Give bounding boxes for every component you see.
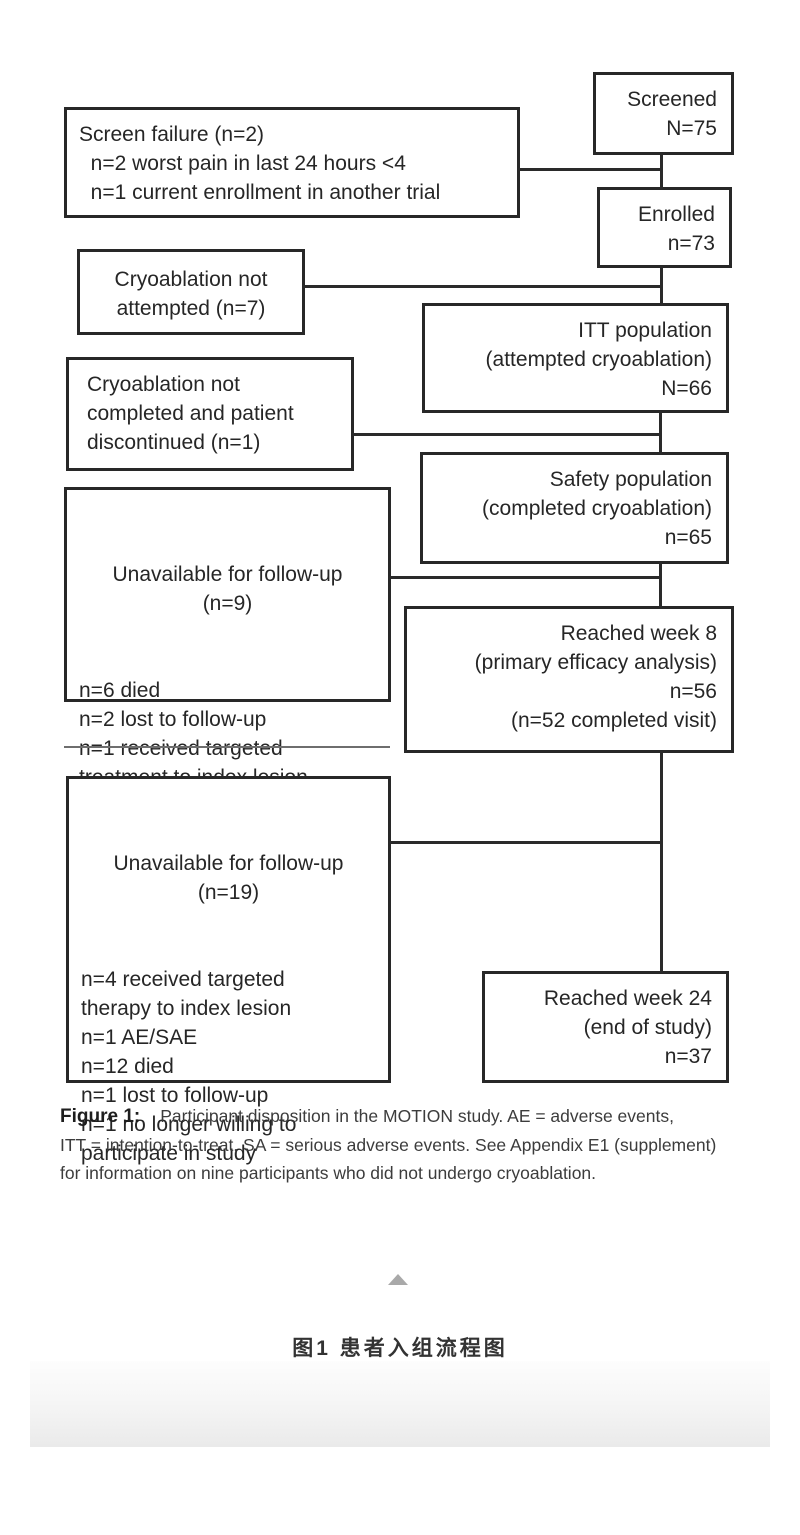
figure-label: Figure 1:: [60, 1106, 141, 1127]
caption-text: Participant disposition in the MOTION st…: [160, 1106, 674, 1126]
connector-week8-week24: [660, 751, 663, 973]
caption-line: for information on nine participants who…: [60, 1163, 597, 1183]
box-screened: Screened N=75: [593, 72, 734, 155]
box-detail-lines: n=4 received targeted therapy to index l…: [81, 968, 297, 1165]
box-heading: Unavailable for follow-up (n=9): [112, 563, 343, 615]
connector-not-attempted-branch: [303, 285, 663, 288]
box-cryoablation-not-attempted: Cryoablation not attempted (n=7): [77, 249, 305, 335]
caption-line: Figure 1: Participant disposition in the …: [60, 1102, 760, 1131]
box-screen-failure: Screen failure (n=2) n=2 worst pain in l…: [64, 107, 520, 218]
connector-screen-failure-branch: [518, 168, 663, 171]
box-unavailable-followup-week24: Unavailable for follow-up (n=19) n=4 rec…: [66, 776, 391, 1165]
box-reached-week24: Reached week 24 (end of study) n=37: [482, 971, 729, 1083]
box-unavailable-followup-week8: Unavailable for follow-up (n=9) n=6 died…: [64, 487, 391, 789]
collapse-triangle-icon[interactable]: [388, 1274, 408, 1285]
figure-caption-zh: 图1 患者入组流程图: [292, 1337, 508, 1360]
box-heading: Unavailable for follow-up (n=19): [113, 852, 344, 904]
connector-safety-week8: [659, 562, 662, 609]
caption-line: ITT = intention-to-treat, SA = serious a…: [60, 1135, 717, 1155]
connector-unavailable9-branch: [389, 576, 662, 579]
footer-band: [30, 1361, 770, 1447]
section-divider-line: [64, 746, 390, 748]
connector-unavailable19-branch: [389, 841, 663, 844]
box-enrolled: Enrolled n=73: [597, 187, 732, 268]
box-reached-week8: Reached week 8 (primary efficacy analysi…: [404, 606, 734, 753]
connector-screened-enrolled: [660, 153, 663, 190]
box-detail-lines: n=6 died n=2 lost to follow-up n=1 recei…: [79, 679, 308, 789]
box-safety-population: Safety population (completed cryoablatio…: [420, 452, 729, 564]
box-cryoablation-not-completed: Cryoablation not completed and patient d…: [66, 357, 354, 471]
connector-not-completed-branch: [352, 433, 662, 436]
box-itt-population: ITT population (attempted cryoablation) …: [422, 303, 729, 413]
figure-caption: Figure 1: Participant disposition in the …: [60, 1102, 760, 1187]
